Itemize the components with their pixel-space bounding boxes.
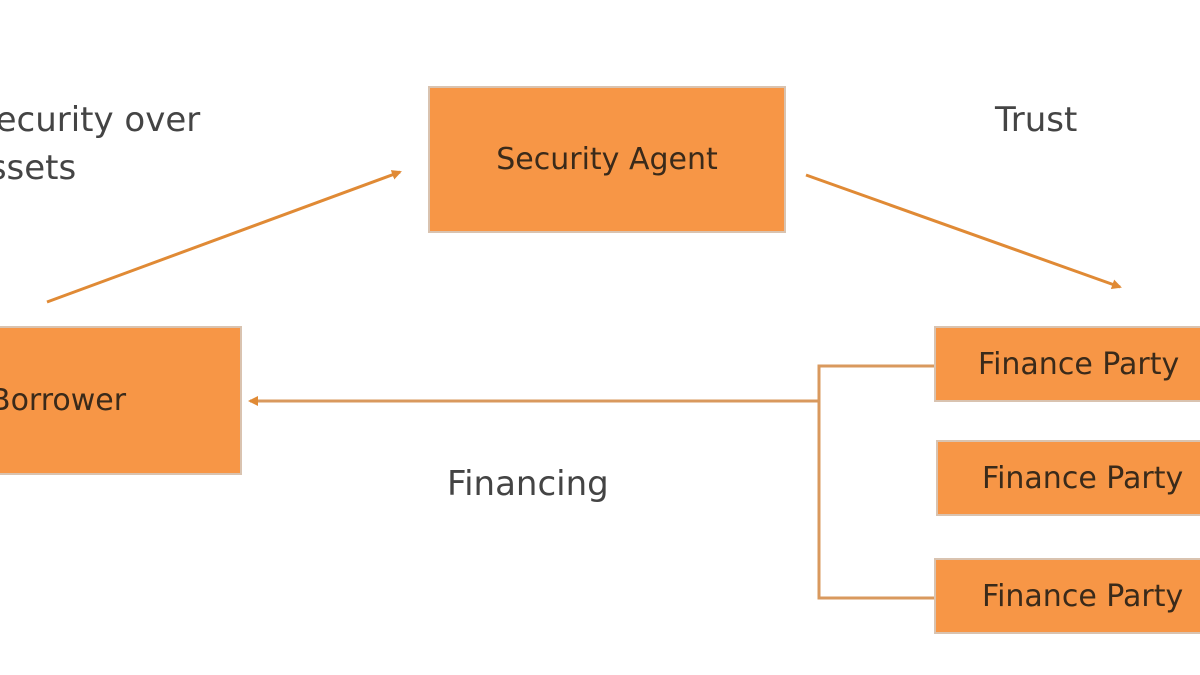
finance-party-text: Finance Party [978,346,1180,382]
security-over-assets-label: Security over assets [0,100,201,188]
financing-label: Financing [447,464,609,504]
finance-party-bracket [817,364,934,600]
finance-party-text: Finance Party [982,460,1184,496]
security-agent-text: Security Agent [496,142,718,177]
finance-party-node: Finance Party [934,326,1200,402]
arrow-agent-to-finance-parties [805,173,1122,290]
trust-label: Trust [995,100,1078,140]
finance-party-node: Finance Party [934,558,1200,634]
borrower-text: Borrower [0,383,127,418]
finance-party-text: Finance Party [982,578,1184,614]
borrower-node: Borrower [0,326,242,475]
arrow-borrower-to-agent [46,170,402,304]
finance-party-node: Finance Party [936,440,1200,516]
security-agent-node: Security Agent [428,86,786,233]
